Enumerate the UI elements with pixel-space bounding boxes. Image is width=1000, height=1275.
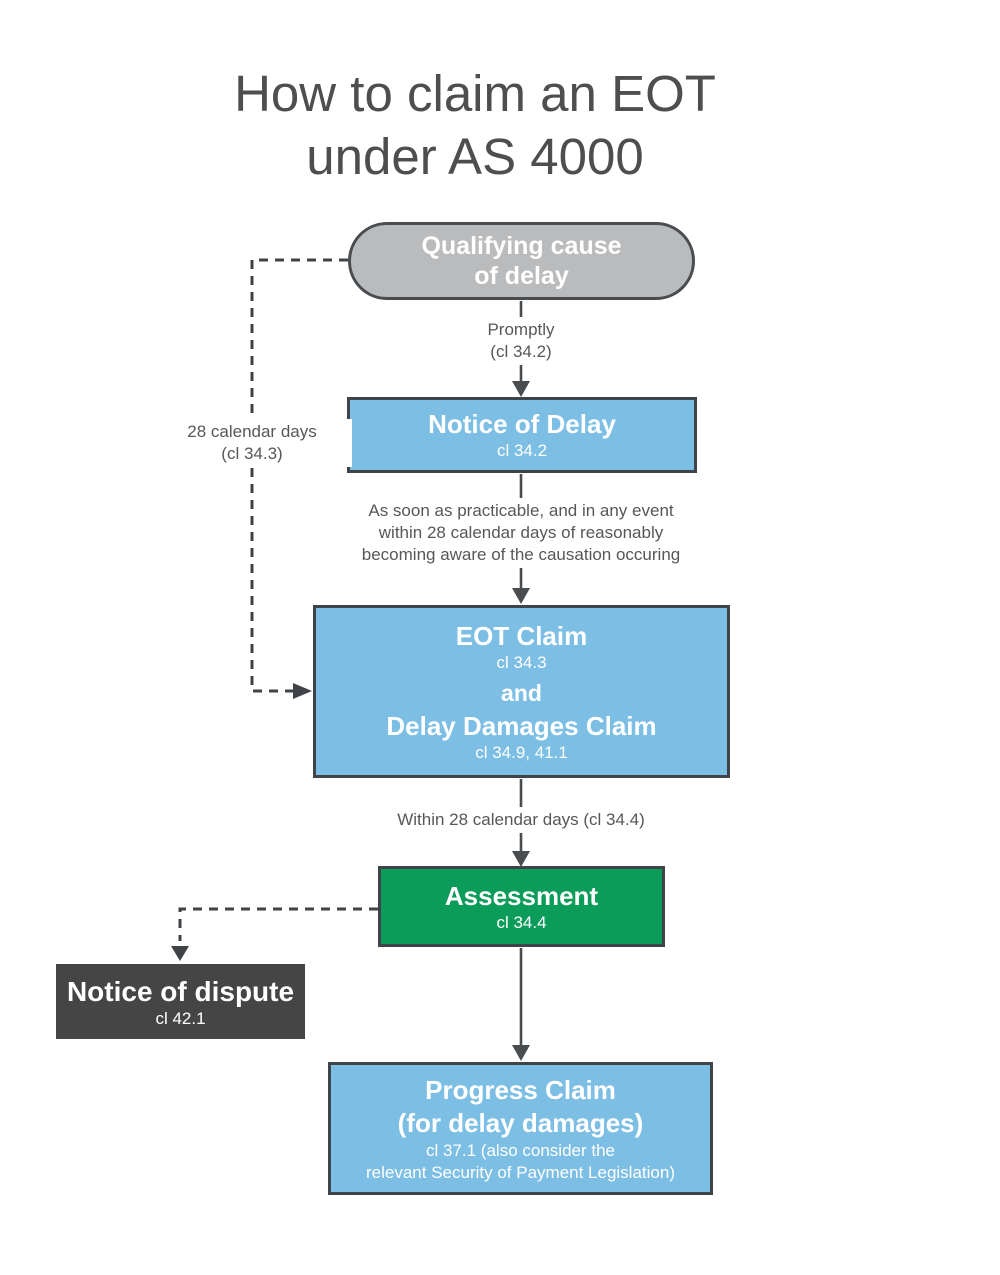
notice-window-line2: within 28 calendar days of reasonably (378, 523, 664, 542)
arrowhead-progress (512, 1045, 530, 1061)
notice-of-delay-clause: cl 34.2 (496, 441, 548, 460)
edge-label-assessment-window: Within 28 calendar days (cl 34.4) (346, 807, 696, 833)
promptly-line1: Promptly (487, 320, 555, 339)
notice-window-line3: becoming aware of the causation occuring (361, 545, 681, 564)
promptly-line2: (cl 34.2) (490, 342, 552, 361)
arrowhead-notice (512, 381, 530, 397)
delay-damages-claim-title: Delay Damages Claim (386, 710, 657, 741)
arrowhead-eot (512, 588, 530, 604)
node-notice-of-delay: Notice of Delay cl 34.2 (347, 397, 697, 473)
page-title: How to claim an EOT under AS 4000 (0, 62, 950, 188)
page-title-line2: under AS 4000 (306, 128, 644, 185)
notice-of-dispute-title: Notice of dispute (66, 975, 295, 1007)
progress-claim-clause-line1: cl 37.1 (also consider the (426, 1140, 615, 1160)
arrowhead-dashed-eot (293, 683, 312, 699)
progress-claim-subtitle: (for delay damages) (397, 1107, 644, 1138)
eot-claim-joiner: and (501, 679, 542, 706)
eot-claim-title: EOT Claim (455, 620, 588, 651)
node-qualifying-cause: Qualifying cause of delay (348, 222, 695, 300)
notice-window-line1: As soon as practicable, and in any event (368, 501, 674, 520)
edge-dashed-assessment-to-dispute (178, 907, 378, 941)
deemed-window-line1: 28 calendar days (187, 422, 317, 441)
qualifying-cause-line2: of delay (474, 262, 569, 290)
progress-claim-clause-line2: relevant Security of Payment Legislation… (366, 1162, 675, 1182)
progress-claim-title: Progress Claim (425, 1074, 616, 1105)
page-title-line1: How to claim an EOT (234, 65, 716, 122)
node-progress-claim: Progress Claim (for delay damages) cl 37… (328, 1062, 713, 1195)
deemed-window-line2: (cl 34.3) (221, 444, 283, 463)
notice-of-dispute-clause: cl 42.1 (155, 1008, 206, 1028)
notice-of-delay-title: Notice of Delay (428, 409, 616, 439)
edge-label-promptly: Promptly (cl 34.2) (421, 317, 621, 365)
assessment-clause: cl 34.4 (496, 912, 547, 932)
eot-claim-clause: cl 34.3 (496, 652, 547, 672)
edge-label-28-calendar-days: 28 calendar days (cl 34.3) (152, 419, 352, 467)
assessment-window-text: Within 28 calendar days (cl 34.4) (397, 810, 645, 829)
node-notice-of-dispute: Notice of dispute cl 42.1 (56, 964, 305, 1039)
arrowhead-assessment (512, 851, 530, 867)
node-eot-claim: EOT Claim cl 34.3 and Delay Damages Clai… (313, 605, 730, 778)
assessment-title: Assessment (444, 880, 599, 911)
edge-label-notice-window: As soon as practicable, and in any event… (321, 498, 721, 568)
arrowhead-dashed-dispute (171, 946, 189, 961)
qualifying-cause-line1: Qualifying cause (421, 232, 622, 260)
delay-damages-claim-clause: cl 34.9, 41.1 (475, 742, 568, 762)
node-assessment: Assessment cl 34.4 (378, 866, 665, 947)
edge-dashed-qualifying-to-eot (250, 258, 348, 693)
